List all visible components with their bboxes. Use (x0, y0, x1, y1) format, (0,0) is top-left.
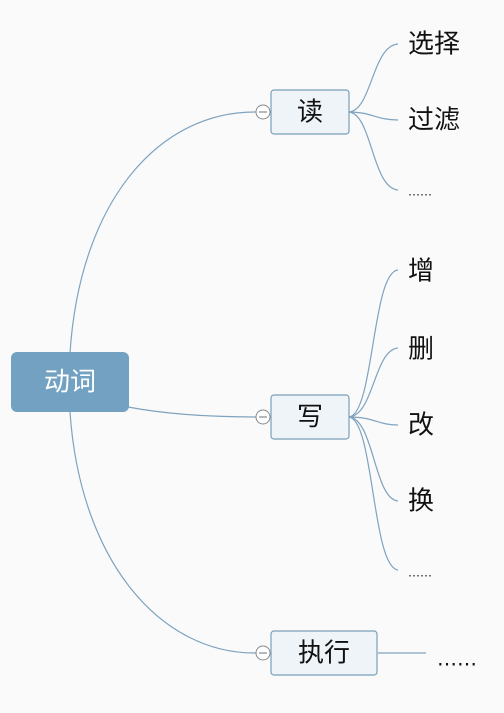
leaf-write-replace[interactable]: 换 (408, 487, 434, 517)
root-node-label: 动词 (44, 368, 96, 398)
edge-root-read (69, 111, 259, 354)
branch-node-read-label: 读 (297, 98, 323, 128)
edge-root-write (127, 406, 259, 418)
branch-node-write[interactable]: 写 (270, 394, 350, 440)
branch-node-execute-box (270, 630, 378, 676)
leaf-read-select[interactable]: 选择 (408, 30, 460, 60)
root-node[interactable]: 动词 (11, 352, 129, 412)
edge-read-leaf-1 (348, 43, 399, 113)
edge-write-leaf-5 (348, 416, 399, 571)
collapse-minus-icon[interactable] (255, 104, 271, 120)
leaf-write-add[interactable]: 增 (408, 257, 434, 287)
leaf-read-filter[interactable]: 过滤 (408, 106, 460, 136)
edge-write-leaf-3 (348, 416, 399, 426)
edge-read-leaf-2 (348, 111, 399, 121)
branch-node-read-box (270, 89, 350, 135)
branch-node-execute-label: 执行 (298, 639, 350, 669)
collapse-minus-icon[interactable] (255, 409, 271, 425)
collapse-minus-icon[interactable] (255, 645, 271, 661)
edge-write-leaf-4 (348, 416, 399, 502)
branch-node-write-label: 写 (297, 403, 323, 433)
leaf-execute-more[interactable]: …… (437, 647, 477, 671)
leaf-write-delete[interactable]: 删 (408, 335, 434, 365)
edge-write-leaf-2 (348, 347, 399, 418)
edge-read-leaf-3 (348, 111, 399, 191)
branch-node-write-box (270, 394, 350, 440)
leaf-read-more[interactable]: …… (408, 185, 432, 199)
branch-node-read[interactable]: 读 (270, 89, 350, 135)
root-node-box (11, 352, 129, 412)
edge-write-leaf-1 (348, 269, 399, 418)
branch-node-execute[interactable]: 执行 (270, 630, 378, 676)
edge-root-execute (69, 411, 259, 654)
leaf-write-more[interactable]: …… (408, 566, 432, 580)
leaf-write-modify[interactable]: 改 (408, 411, 434, 441)
